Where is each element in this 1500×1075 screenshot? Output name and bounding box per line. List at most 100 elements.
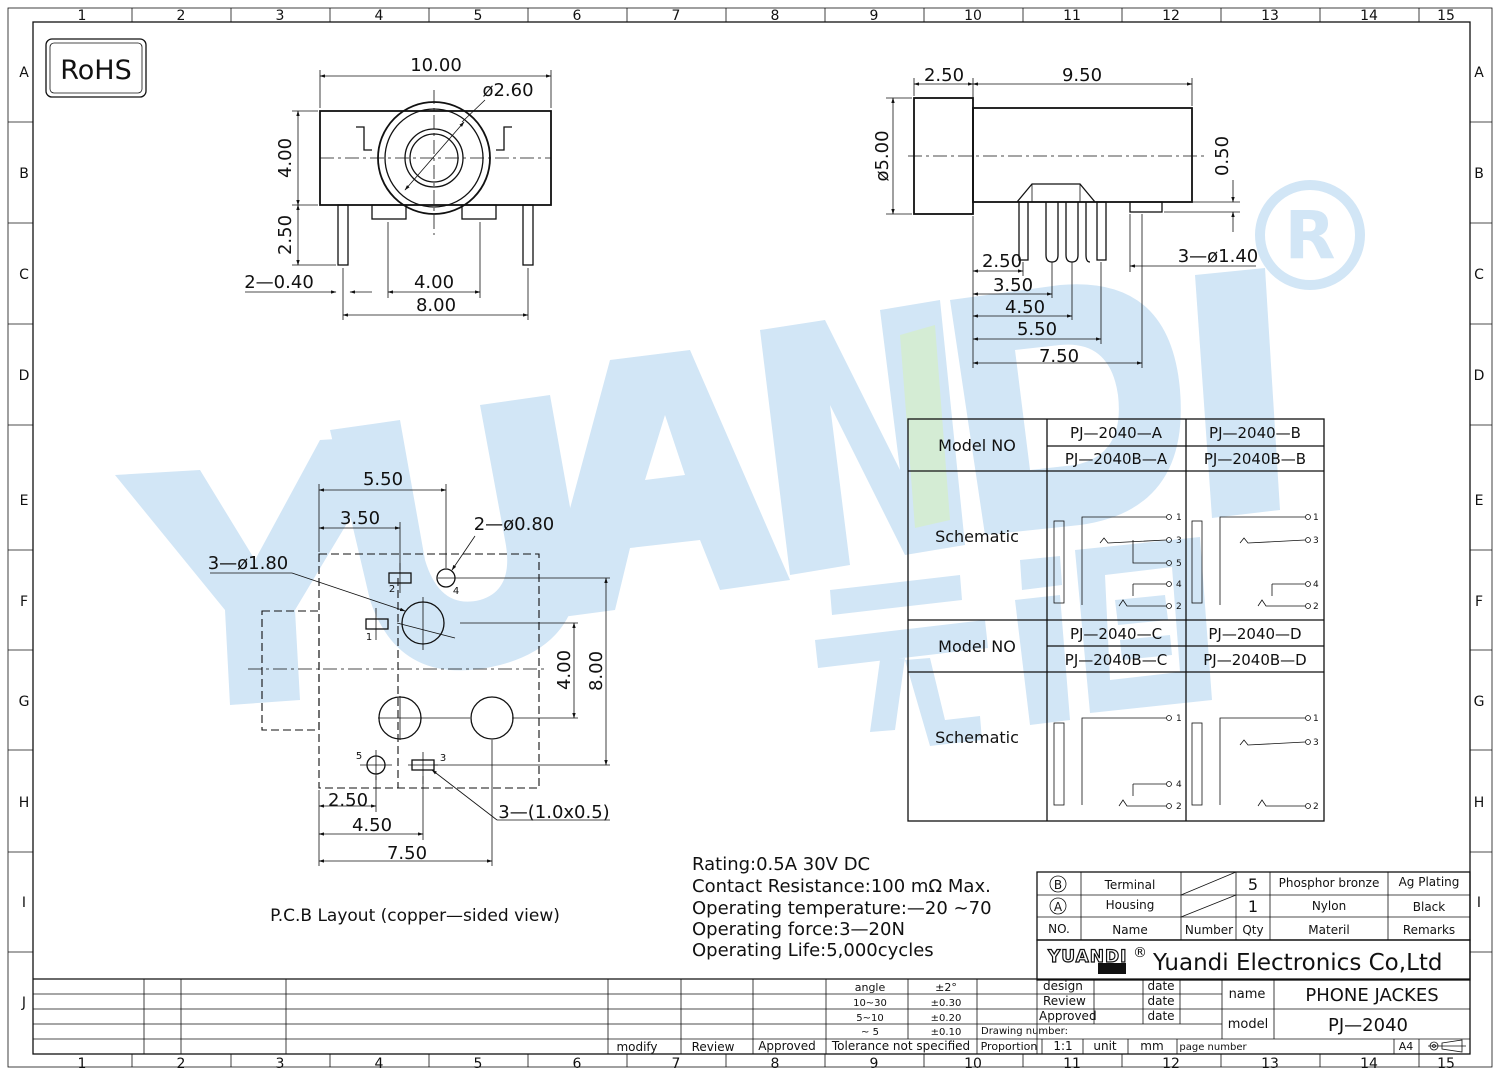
bom-qty: 5 bbox=[1248, 875, 1258, 894]
col-number: 5 bbox=[474, 1056, 483, 1072]
spec-rating: Rating:0.5A 30V DC bbox=[692, 854, 870, 875]
pin-number: 2 bbox=[1313, 802, 1319, 812]
pin-number: 2 bbox=[1176, 602, 1182, 612]
col-number: 10 bbox=[964, 1056, 982, 1072]
revision-approved: Approved bbox=[758, 1039, 816, 1053]
row-letter: E bbox=[1475, 493, 1484, 509]
row-letter: D bbox=[19, 368, 30, 384]
col-number: 2 bbox=[177, 1056, 186, 1072]
pin-number: 5 bbox=[1176, 559, 1182, 569]
date-label: date bbox=[1147, 1009, 1174, 1023]
spec-force: Operating force:3—20N bbox=[692, 919, 905, 940]
model-number: PJ—2040—B bbox=[1209, 424, 1301, 442]
col-number: 3 bbox=[276, 1056, 285, 1072]
row-letter: H bbox=[19, 795, 30, 811]
dim-large-holes: 3—ø1.80 bbox=[208, 553, 289, 574]
col-number: 13 bbox=[1261, 8, 1279, 24]
model-number: PJ—2040B—A bbox=[1065, 450, 1168, 468]
bom-material: Phosphor bronze bbox=[1279, 876, 1380, 890]
yuandi-watermark: R bbox=[115, 180, 1365, 746]
col-number: 13 bbox=[1261, 1056, 1279, 1072]
pin-number: 1 bbox=[1313, 513, 1319, 523]
col-number: 6 bbox=[573, 8, 582, 24]
dim-hole-diameter: ø2.60 bbox=[482, 80, 533, 101]
bom-name: Terminal bbox=[1104, 878, 1156, 892]
tolerance-value: ±0.30 bbox=[931, 998, 962, 1009]
model-number: PJ—2040—A bbox=[1070, 424, 1163, 442]
bom-no: B bbox=[1054, 878, 1062, 892]
dim-v-outer: 8.00 bbox=[586, 651, 607, 691]
bom-header-remarks: Remarks bbox=[1403, 923, 1455, 937]
pad-label: 1 bbox=[366, 632, 372, 643]
dim-bot-3: 7.50 bbox=[387, 843, 427, 864]
date-label: date bbox=[1147, 994, 1174, 1008]
company-banner: YUANDI ® Yuandi Electronics Co,Ltd bbox=[1036, 939, 1471, 981]
dim-small-holes: 2—ø0.80 bbox=[474, 514, 555, 535]
pin-number: 4 bbox=[1176, 780, 1182, 790]
tolerance-footer: Tolerance not specified bbox=[831, 1039, 970, 1053]
dim-v-inner: 4.00 bbox=[554, 650, 575, 690]
dim-pos: 3.50 bbox=[993, 275, 1033, 296]
scale-value: 1:1 bbox=[1053, 1039, 1072, 1053]
tolerance-value: ±0.10 bbox=[931, 1027, 962, 1038]
approved-label: Approved bbox=[1039, 1009, 1097, 1023]
model-no-label: Model NO bbox=[938, 436, 1016, 455]
pin-number: 4 bbox=[1313, 580, 1319, 590]
specifications: Rating:0.5A 30V DC Contact Resistance:10… bbox=[692, 854, 992, 961]
name-label: name bbox=[1229, 987, 1266, 1002]
svg-text:R: R bbox=[1285, 197, 1336, 274]
col-number: 3 bbox=[276, 8, 285, 24]
schematic-c bbox=[1053, 715, 1172, 809]
model-number: PJ—2040B—C bbox=[1065, 651, 1167, 669]
bom-remarks: Black bbox=[1413, 900, 1446, 914]
row-letter: H bbox=[1474, 795, 1485, 811]
paper-size: A4 bbox=[1399, 1040, 1414, 1053]
dim-top-1: 5.50 bbox=[363, 469, 403, 490]
model-number: PJ—2040—C bbox=[1070, 625, 1162, 643]
pin-number: 4 bbox=[1176, 580, 1182, 590]
col-number: 9 bbox=[870, 1056, 879, 1072]
col-number: 5 bbox=[474, 8, 483, 24]
proportion-label: Proportion bbox=[981, 1040, 1038, 1053]
pin-number: 3 bbox=[1313, 536, 1319, 546]
col-number: 8 bbox=[771, 8, 780, 24]
dim-body: 9.50 bbox=[1062, 65, 1102, 86]
bom-header-material: Materil bbox=[1308, 923, 1349, 937]
row-letter: C bbox=[1474, 267, 1484, 283]
row-letter: F bbox=[1475, 594, 1483, 610]
side-view: 2.50 9.50 ø5.00 0.50 3—ø1.40 2.50 3.50 4… bbox=[872, 65, 1258, 368]
col-number: 9 bbox=[870, 8, 879, 24]
col-number: 11 bbox=[1063, 8, 1081, 24]
dim-bot-2: 4.50 bbox=[352, 815, 392, 836]
pin-number: 3 bbox=[1313, 738, 1319, 748]
bom-remarks: Ag Plating bbox=[1399, 875, 1460, 889]
col-number: 14 bbox=[1360, 8, 1378, 24]
review-label: Review bbox=[1043, 994, 1086, 1008]
tolerance-value: ±2° bbox=[935, 981, 957, 994]
tolerance-range: ~ 5 bbox=[861, 1027, 879, 1038]
registered-mark: ® bbox=[1133, 945, 1147, 961]
model-number: PJ—2040B—D bbox=[1203, 651, 1306, 669]
tolerance-value: ±0.20 bbox=[931, 1013, 962, 1024]
tolerance-range: 5~10 bbox=[856, 1013, 883, 1024]
model-value: PJ—2040 bbox=[1328, 1015, 1408, 1036]
row-letter: I bbox=[22, 895, 26, 911]
dim-tab-span: 4.00 bbox=[414, 272, 454, 293]
pin-number: 1 bbox=[1313, 714, 1319, 724]
drawing-number-label: Drawing number: bbox=[981, 1026, 1068, 1037]
dim-width: 10.00 bbox=[410, 55, 462, 76]
col-number: 12 bbox=[1162, 8, 1180, 24]
row-letter: A bbox=[19, 65, 29, 81]
bill-of-materials: B A Terminal Housing 5 1 Phosphor bronze… bbox=[1036, 871, 1471, 941]
dim-bot-1: 2.50 bbox=[328, 790, 368, 811]
dim-pos: 5.50 bbox=[1017, 319, 1057, 340]
row-letter: J bbox=[21, 995, 26, 1011]
pin-number: 2 bbox=[1176, 802, 1182, 812]
bom-header-qty: Qty bbox=[1242, 923, 1263, 937]
row-letter: A bbox=[1474, 65, 1484, 81]
pin-number: 3 bbox=[1176, 536, 1182, 546]
col-number: 7 bbox=[672, 1056, 681, 1072]
bom-header-number: Number bbox=[1185, 923, 1233, 937]
col-number: 1 bbox=[78, 1056, 87, 1072]
